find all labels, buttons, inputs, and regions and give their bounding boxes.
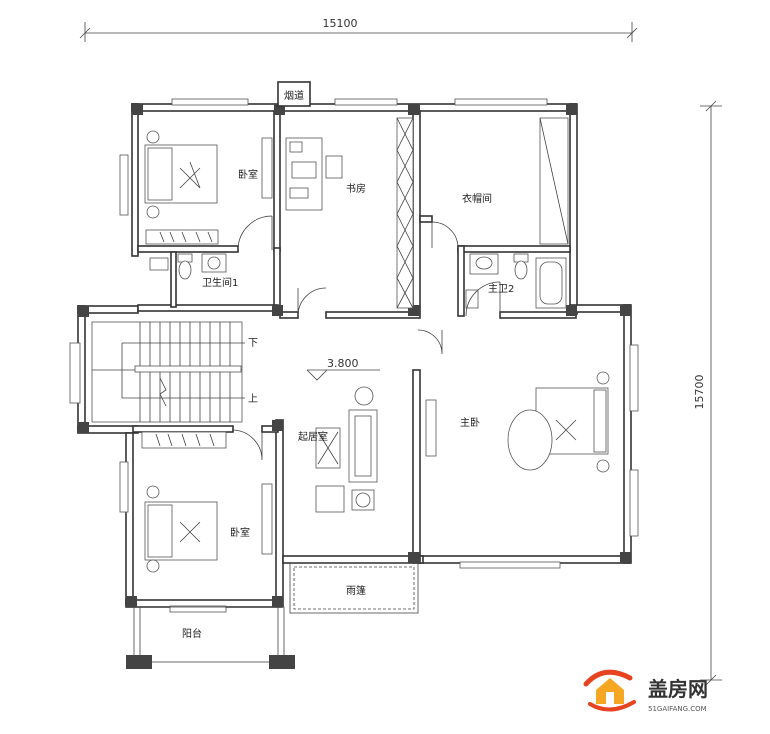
elevation-marker: 3.800 [306,357,380,381]
room-label-study: 书房 [346,182,366,195]
top-dimension: 15100 [79,17,638,42]
logo-url: 51GAIFANG.COM [648,705,707,713]
room-label-master-bath2: 主卫2 [488,283,514,295]
balcony-outline [133,606,285,663]
bath1-fixtures [149,253,227,280]
chimney-label: 烟道 [284,89,304,102]
canopy-outline [289,562,419,614]
room-label-canopy: 雨篷 [346,584,366,597]
bedroom-bottom-furniture [141,431,273,573]
study-shelving [396,117,414,309]
room-label-balcony: 阳台 [182,627,202,640]
room-label-bedroom-bottom: 卧室 [230,526,250,539]
stairs-down-label: 下 [248,338,258,349]
bedroom-top-furniture [144,130,273,245]
room-label-living: 起居室 [298,430,328,443]
site-logo: 盖房网 51GAIFANG.COM [583,669,708,713]
room-label-bath1: 卫生间1 [202,276,238,289]
master-bedroom-furniture [507,371,610,473]
stairs-up-label: 上 [248,393,258,405]
windows [69,98,639,613]
master-bath2-fixtures [465,253,567,309]
room-label-walkin-closet: 衣帽间 [462,192,492,205]
room-label-master-bedroom: 主卧 [460,416,480,429]
walkin-closet-fixtures [539,117,569,245]
right-dimension: 15700 [693,100,722,686]
study-desk [285,137,343,211]
doors [231,215,501,461]
house-logo-icon [583,669,636,712]
interior-walls [132,110,577,564]
depth-dimension-label: 15700 [693,375,706,410]
columns [78,104,631,669]
room-label-bedroom-top: 卧室 [238,168,258,181]
room-labels: 卧室 书房 衣帽间 卫生间1 主卫2 起居室 主卧 卧室 雨篷 阳台 [182,168,514,640]
staircase: 下 上 [91,321,258,423]
living-furniture [315,386,437,513]
chimney: 烟道 [277,81,311,107]
elevation-label: 3.800 [327,357,359,370]
width-dimension-label: 15100 [323,17,358,30]
logo-name: 盖房网 [648,677,708,701]
